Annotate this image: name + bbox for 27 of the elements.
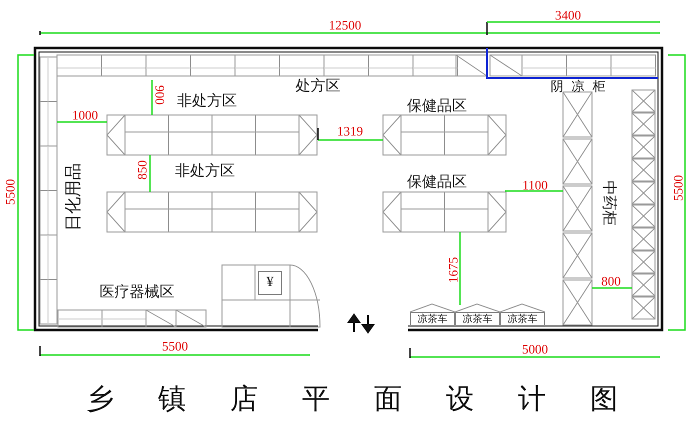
dimension-label: 3400 (555, 8, 581, 22)
cash-register: ¥ (258, 271, 282, 295)
zone-label: 保健品区 (407, 100, 467, 114)
dimension-label: 5500 (672, 175, 684, 201)
dimension-label: 1100 (522, 178, 548, 192)
zone-label: 医疗器械区 (100, 286, 174, 300)
zone-label: 处方区 (296, 80, 340, 94)
dimension-label: 900 (154, 85, 166, 105)
tea-cart-counter: 凉茶车 (500, 312, 545, 326)
dimension-label: 800 (601, 274, 621, 288)
dimension-label: 12500 (328, 18, 362, 32)
tea-cart-counter: 凉茶车 (455, 312, 500, 326)
title: 乡镇店平面设计图 (85, 386, 662, 414)
dimension-label: 5500 (162, 340, 188, 352)
zone-label: 非处方区 (175, 164, 235, 180)
dimension-label: 5500 (4, 179, 16, 205)
dimension-label: 1319 (337, 124, 363, 138)
dimension-label: 1675 (446, 257, 460, 283)
zone-label: 保健品区 (407, 176, 467, 190)
dimension-label: 1000 (72, 108, 98, 122)
zone-label: 中药柜 (600, 180, 616, 226)
zone-label: 日化用品 (64, 163, 82, 231)
zone-label: 非处方区 (177, 94, 237, 110)
dimension-label: 5000 (522, 342, 548, 356)
dimension-label: 850 (136, 160, 148, 180)
zone-label: 阴凉柜 (550, 80, 614, 92)
tea-cart-counter: 凉茶车 (410, 312, 455, 326)
